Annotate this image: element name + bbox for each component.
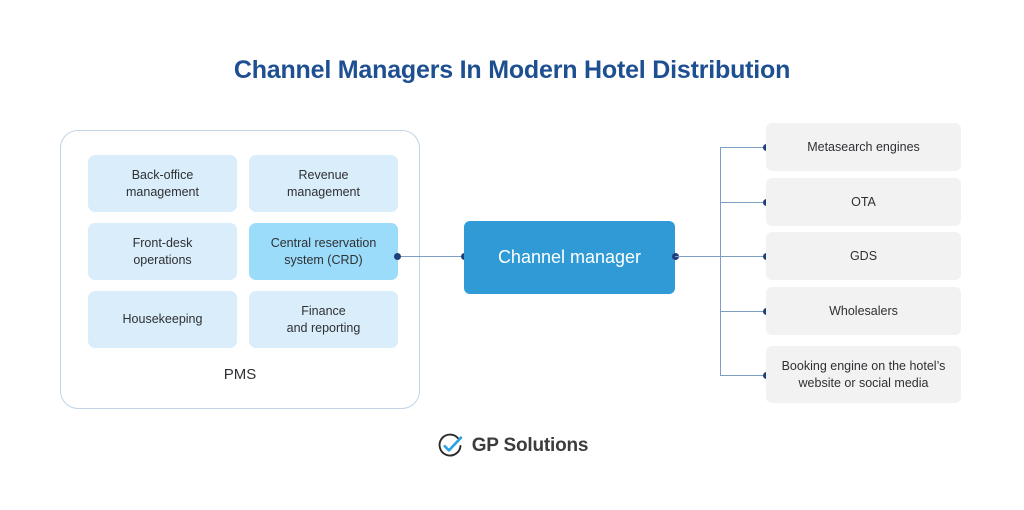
pms-label: PMS xyxy=(223,366,257,383)
check-circle-icon xyxy=(438,433,462,457)
pms-tile-housekeeping[interactable]: Housekeeping xyxy=(88,291,237,348)
channel-box-gds[interactable]: GDS xyxy=(766,232,961,280)
channel-box-booking-engine[interactable]: Booking engine on the hotel’s website or… xyxy=(766,346,961,403)
connector-channel-manager-to-trunk xyxy=(675,256,721,257)
page-title: Channel Managers In Modern Hotel Distrib… xyxy=(233,56,791,84)
connector-branch-wholesalers xyxy=(720,311,766,312)
connector-branch-gds xyxy=(720,256,766,257)
pms-tile-central-reservation-system[interactable]: Central reservation system (CRD) xyxy=(249,223,398,280)
pms-tile-back-office[interactable]: Back-office management xyxy=(88,155,237,212)
connector-crd-to-channel-manager xyxy=(397,256,464,257)
channel-box-metasearch-engines[interactable]: Metasearch engines xyxy=(766,123,961,171)
connector-branch-ota xyxy=(720,202,766,203)
pms-tile-front-desk-operations[interactable]: Front-desk operations xyxy=(88,223,237,280)
channel-manager-box[interactable]: Channel manager xyxy=(464,221,675,294)
channel-box-ota[interactable]: OTA xyxy=(766,178,961,226)
pms-tile-grid: Back-office management Revenue managemen… xyxy=(88,155,398,348)
connector-trunk-vertical xyxy=(720,147,721,375)
connector-branch-metasearch xyxy=(720,147,766,148)
brand-logo: GP Solutions xyxy=(0,432,1024,460)
connector-branch-booking-engine xyxy=(720,375,766,376)
pms-tile-finance-and-reporting[interactable]: Finance and reporting xyxy=(249,291,398,348)
connector-dot-crd xyxy=(394,253,401,260)
pms-tile-revenue-management[interactable]: Revenue management xyxy=(249,155,398,212)
channel-box-wholesalers[interactable]: Wholesalers xyxy=(766,287,961,335)
brand-name: GP Solutions xyxy=(471,435,589,456)
